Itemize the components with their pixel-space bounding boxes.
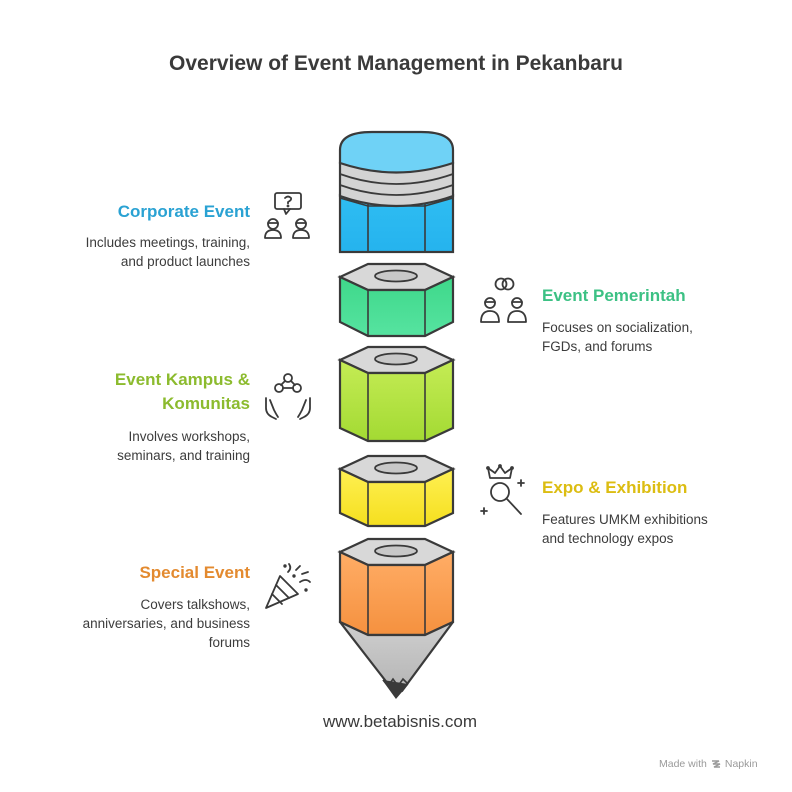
pencil-tip bbox=[338, 620, 455, 699]
special-desc-line: forums bbox=[208, 635, 250, 650]
kampus-desc-line: Involves workshops, bbox=[128, 429, 250, 444]
people-link-icon bbox=[480, 277, 527, 323]
corporate-desc-line: and product launches bbox=[120, 254, 250, 269]
pemerintah-description: Focuses on socialization, FGDs, and foru… bbox=[542, 318, 693, 356]
party-popper-icon bbox=[265, 563, 311, 609]
kampus-heading-line: Event Kampus & bbox=[114, 370, 250, 389]
expo-desc-line: Features UMKM exhibitions bbox=[542, 512, 708, 527]
pemerintah-desc-line: Focuses on socialization, bbox=[542, 320, 693, 335]
made-with-badge: Made with Napkin bbox=[659, 758, 758, 770]
pemerintah-heading: Event Pemerintah bbox=[542, 286, 686, 305]
made-with-label: Made with bbox=[659, 758, 707, 770]
people-question-icon bbox=[264, 192, 310, 239]
expo-description: Features UMKM exhibitions and technology… bbox=[542, 510, 708, 548]
kampus-description: Involves workshops, seminars, and traini… bbox=[117, 427, 250, 465]
kampus-desc-line: seminars, and training bbox=[117, 448, 250, 463]
pemerintah-desc-line: FGDs, and forums bbox=[542, 339, 653, 354]
corporate-description: Includes meetings, training, and product… bbox=[86, 233, 250, 271]
kampus-heading-line: Komunitas bbox=[162, 394, 250, 413]
kampus-heading: Event Kampus & Komunitas bbox=[115, 368, 250, 416]
special-heading: Special Event bbox=[139, 563, 250, 582]
expo-desc-line: and technology expos bbox=[542, 531, 674, 546]
special-desc-line: anniversaries, and business bbox=[82, 616, 250, 631]
segment-corporate-pencil bbox=[338, 130, 455, 254]
expo-heading: Expo & Exhibition bbox=[542, 478, 688, 497]
napkin-logo-icon bbox=[711, 760, 721, 768]
special-description: Covers talkshows, anniversaries, and bus… bbox=[83, 595, 250, 652]
segment-expo-pencil bbox=[337, 454, 456, 528]
segment-special-pencil bbox=[337, 537, 456, 637]
community-hands-icon bbox=[265, 373, 311, 420]
page-title: Overview of Event Management in Pekanbar… bbox=[169, 52, 623, 75]
made-with-brand: Napkin bbox=[724, 758, 758, 770]
segment-pemerintah-pencil bbox=[337, 262, 456, 338]
special-desc-line: Covers talkshows, bbox=[140, 597, 250, 612]
crown-search-icon bbox=[480, 464, 525, 515]
corporate-desc-line: Includes meetings, training, bbox=[85, 235, 250, 250]
corporate-heading: Corporate Event bbox=[117, 202, 250, 221]
segment-kampus-pencil bbox=[337, 345, 456, 443]
website-footer: www.betabisnis.com bbox=[322, 712, 477, 731]
